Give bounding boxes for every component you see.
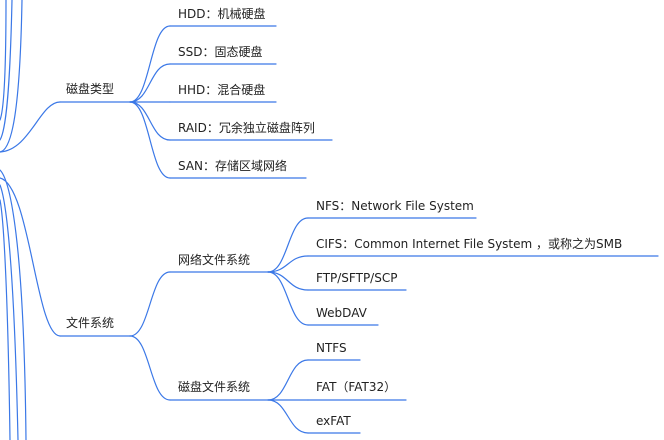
node-network-fs[interactable]: 网络文件系统 — [178, 253, 251, 267]
branch-line — [129, 101, 171, 141]
branch-line — [129, 101, 171, 179]
trunk-line — [0, 199, 11, 440]
trunk-line — [0, 177, 61, 337]
branch-line — [267, 271, 309, 291]
trunk-line — [0, 101, 61, 153]
node-webdav[interactable]: WebDAV — [316, 306, 367, 320]
trunk-line — [0, 184, 19, 440]
node-file-systems[interactable]: 文件系统 — [66, 316, 115, 330]
branch-line — [267, 217, 309, 273]
trunk-line — [0, 0, 13, 141]
node-fat[interactable]: FAT（FAT32） — [316, 380, 397, 394]
trunk-line — [0, 0, 7, 121]
branch-line — [267, 255, 309, 273]
node-cifs[interactable]: CIFS：Common Internet File System ，或称之为SM… — [316, 237, 623, 251]
node-nfs[interactable]: NFS：Network File System — [316, 199, 474, 213]
node-ftp[interactable]: FTP/SFTP/SCP — [316, 271, 398, 285]
node-raid[interactable]: RAID：冗余独立磁盘阵列 — [178, 121, 315, 135]
node-disk-fs[interactable]: 磁盘文件系统 — [178, 380, 251, 394]
node-san[interactable]: SAN：存储区域网络 — [178, 159, 288, 173]
branch-line — [129, 63, 171, 103]
node-ssd[interactable]: SSD：固态硬盘 — [178, 45, 263, 59]
branch-line — [267, 271, 309, 326]
branch-line — [129, 271, 171, 337]
node-disk-types[interactable]: 磁盘类型 — [66, 82, 115, 96]
branch-line — [267, 399, 309, 434]
branch-line — [129, 25, 171, 103]
trunk-line — [0, 0, 23, 153]
node-ntfs[interactable]: NTFS — [316, 341, 347, 355]
branch-line — [129, 335, 171, 401]
branch-line — [267, 359, 309, 401]
trunk-line — [0, 169, 27, 440]
node-hdd[interactable]: HDD：机械硬盘 — [178, 7, 266, 21]
node-exfat[interactable]: exFAT — [316, 414, 351, 428]
node-hhd[interactable]: HHD：混合硬盘 — [178, 83, 266, 97]
